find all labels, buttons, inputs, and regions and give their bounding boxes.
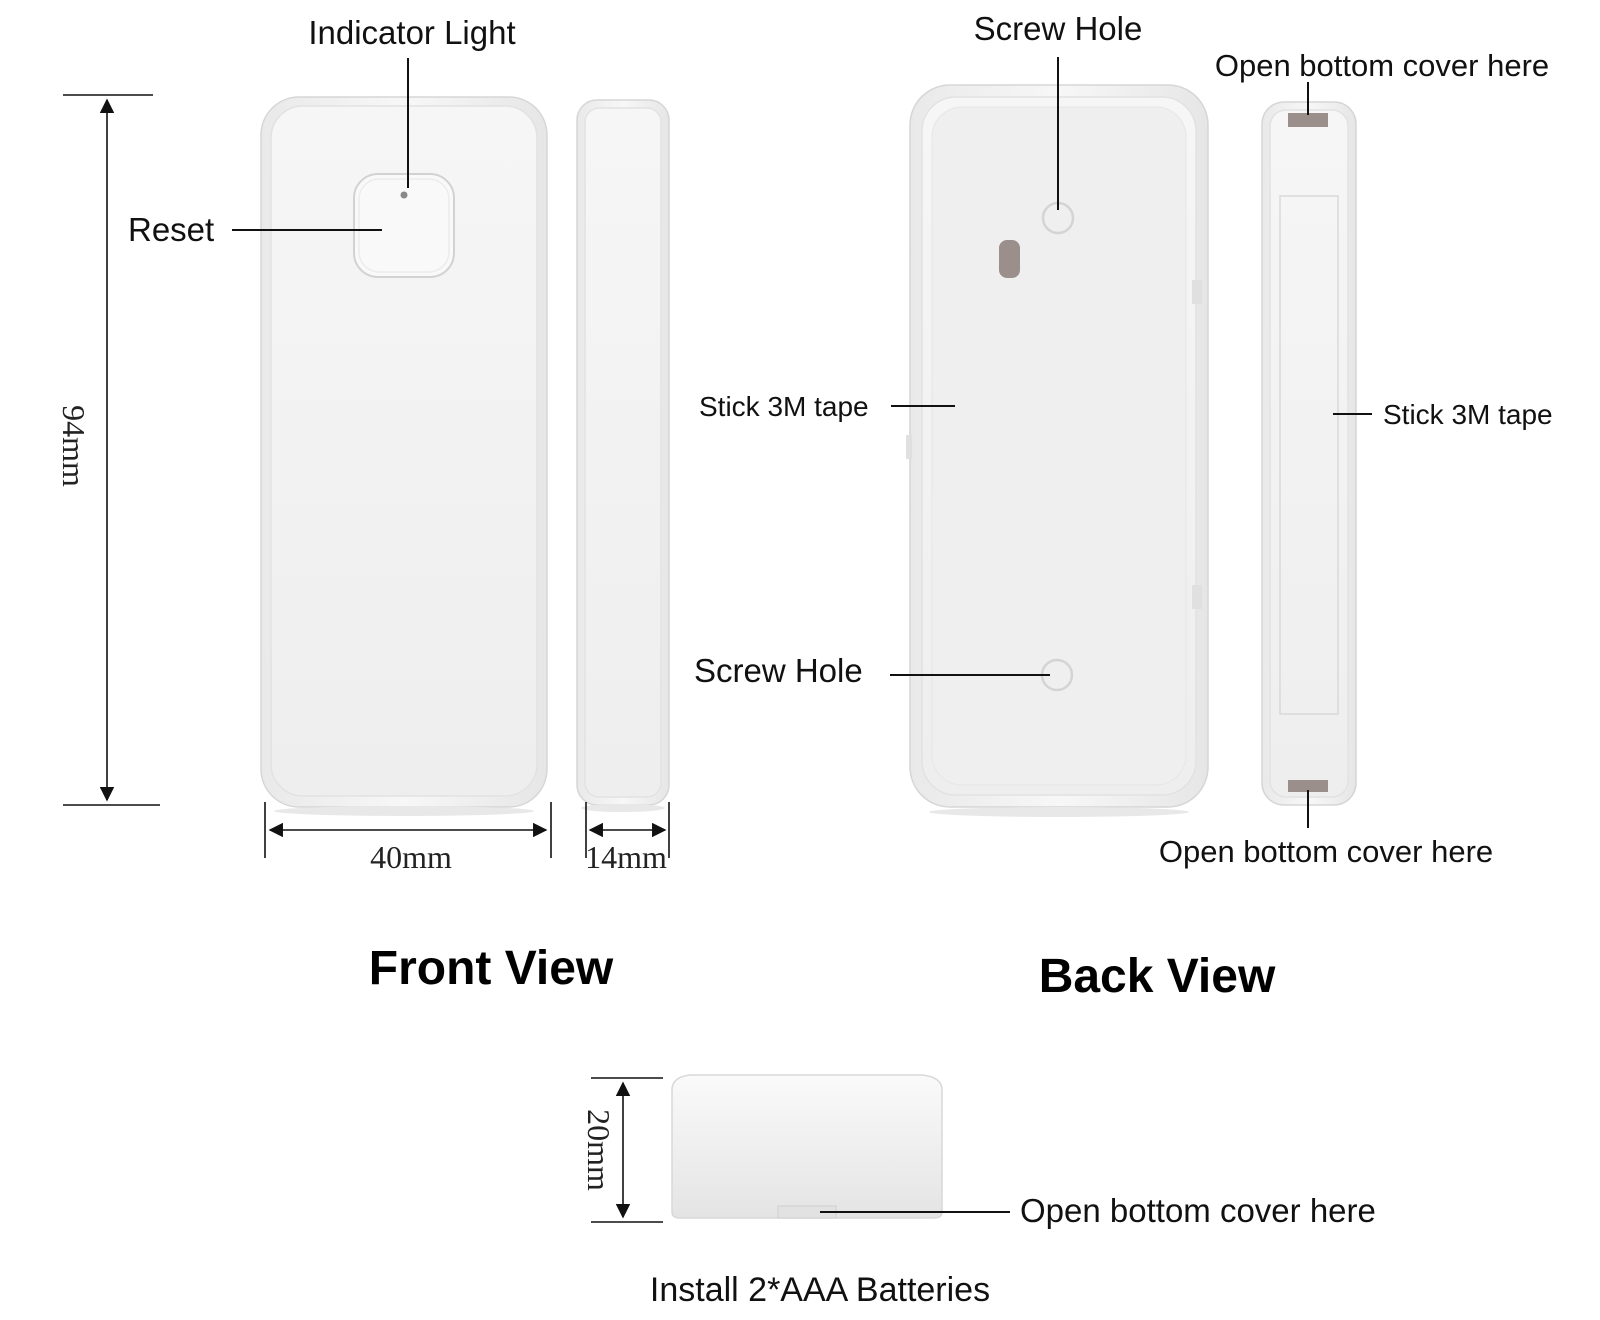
bottom-view-device <box>671 1074 943 1219</box>
back-view-heading: Back View <box>1039 950 1276 1003</box>
open-cover-battery-label: Open bottom cover here <box>1020 1192 1376 1229</box>
open-cover-top-label: Open bottom cover here <box>1215 48 1549 83</box>
screw-hole-top-label: Screw Hole <box>974 10 1143 47</box>
reset-button <box>353 173 455 278</box>
stick-tape-back-label: Stick 3M tape <box>699 391 869 422</box>
thickness-dimension <box>591 1077 663 1223</box>
back-side-profile <box>1261 101 1357 806</box>
open-cover-side-label: Open bottom cover here <box>1159 834 1493 869</box>
indicator-light-dot <box>400 191 408 199</box>
stick-tape-side-label: Stick 3M tape <box>1383 399 1553 430</box>
back-view-device <box>906 84 1209 817</box>
depth-dimension <box>585 802 670 858</box>
front-view-heading: Front View <box>369 942 614 995</box>
thickness-dimension-label: 20mm <box>581 1109 617 1191</box>
indicator-light-label: Indicator Light <box>308 14 515 51</box>
back-view-tab <box>999 240 1020 278</box>
width-dimension <box>264 802 552 858</box>
width-dimension-label: 40mm <box>370 839 452 875</box>
front-side-profile <box>576 99 670 812</box>
reset-label: Reset <box>128 211 214 248</box>
front-view-device <box>260 96 548 816</box>
depth-dimension-label: 14mm <box>585 839 667 875</box>
screw-hole-bottom-label: Screw Hole <box>694 652 863 689</box>
height-dimension-label: 94mm <box>56 405 92 487</box>
batteries-caption: Install 2*AAA Batteries <box>650 1271 990 1309</box>
height-dimension <box>63 94 160 806</box>
